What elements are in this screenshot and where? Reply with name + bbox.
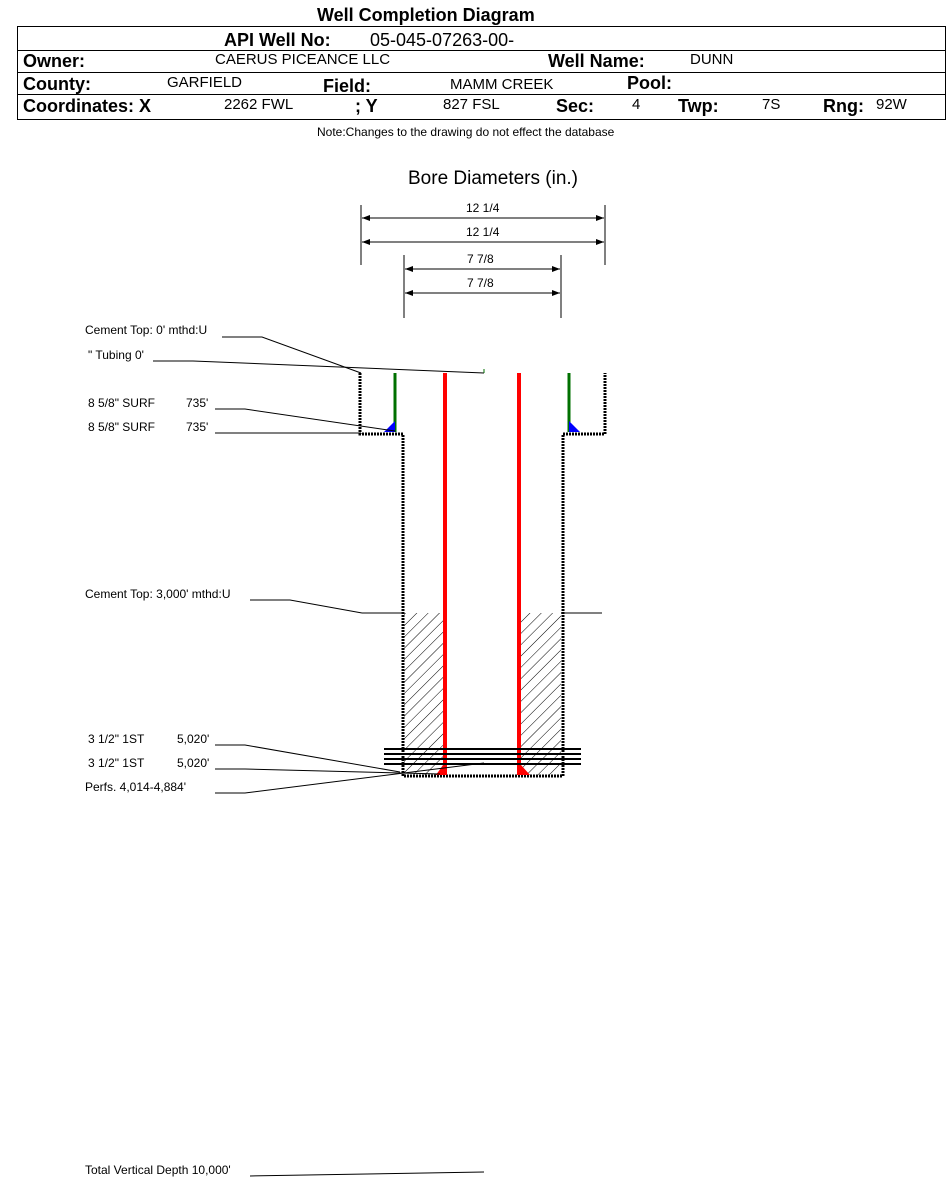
cement-top-3000-label: Cement Top: 3,000' mthd:U bbox=[85, 587, 231, 601]
cement-right bbox=[521, 613, 561, 775]
prod-casing-1-depth: 5,020' bbox=[177, 732, 210, 746]
surf-casing-2-depth: 735' bbox=[186, 420, 209, 434]
twp-label: Twp: bbox=[678, 96, 719, 116]
owner-label: Owner: bbox=[23, 51, 86, 71]
leader-lines bbox=[153, 336, 485, 1177]
api-value: 05-045-07263-00- bbox=[370, 30, 515, 50]
owner-value: CAERUS PICEANCE LLC bbox=[215, 51, 391, 68]
production-casing bbox=[436, 373, 530, 775]
api-label: API Well No: bbox=[224, 30, 331, 50]
surf-casing-1-depth: 735' bbox=[186, 396, 209, 410]
sec-value: 4 bbox=[632, 96, 641, 113]
borehole-wall bbox=[358, 373, 607, 778]
county-value: GARFIELD bbox=[167, 74, 243, 91]
prod-casing-1-name: 3 1/2" 1ST bbox=[88, 732, 145, 746]
coord-y-label: ; Y bbox=[355, 96, 378, 116]
pool-label: Pool: bbox=[627, 73, 672, 93]
cement-left bbox=[404, 613, 443, 775]
tubing-label: " Tubing 0' bbox=[88, 348, 144, 362]
bore-diameter-4: 7 7/8 bbox=[467, 276, 494, 290]
total-depth-label: Total Vertical Depth 10,000' bbox=[85, 1163, 231, 1177]
perforations bbox=[384, 748, 581, 765]
coord-x-value: 2262 FWL bbox=[224, 96, 294, 113]
surface-casing bbox=[384, 373, 580, 432]
bore-diameter-2: 12 1/4 bbox=[466, 225, 500, 239]
rng-label: Rng: bbox=[823, 96, 864, 116]
well-name-value: DUNN bbox=[690, 51, 734, 68]
sec-label: Sec: bbox=[556, 96, 595, 116]
field-value: MAMM CREEK bbox=[450, 76, 554, 93]
cement-top-surface-label: Cement Top: 0' mthd:U bbox=[85, 323, 208, 337]
surf-casing-2-name: 8 5/8" SURF bbox=[88, 420, 155, 434]
prod-casing-2-depth: 5,020' bbox=[177, 756, 210, 770]
perfs-label: Perfs. 4,014-4,884' bbox=[85, 780, 187, 794]
bore-diameter-3: 7 7/8 bbox=[467, 252, 494, 266]
header-table bbox=[17, 26, 946, 120]
field-label: Field: bbox=[323, 76, 371, 96]
note: Note:Changes to the drawing do not effec… bbox=[317, 125, 615, 139]
surf-casing-1-name: 8 5/8" SURF bbox=[88, 396, 155, 410]
prod-casing-2-name: 3 1/2" 1ST bbox=[88, 756, 145, 770]
coord-x-label: Coordinates: X bbox=[23, 96, 152, 116]
county-label: County: bbox=[23, 74, 91, 94]
twp-value: 7S bbox=[762, 96, 781, 113]
rng-value: 92W bbox=[876, 96, 907, 113]
bore-title: Bore Diameters (in.) bbox=[408, 168, 578, 189]
page-title: Well Completion Diagram bbox=[317, 5, 535, 25]
well-name-label: Well Name: bbox=[548, 51, 645, 71]
coord-y-value: 827 FSL bbox=[443, 96, 500, 113]
bore-diameter-1: 12 1/4 bbox=[466, 201, 500, 215]
bore-dimensions bbox=[360, 205, 606, 318]
